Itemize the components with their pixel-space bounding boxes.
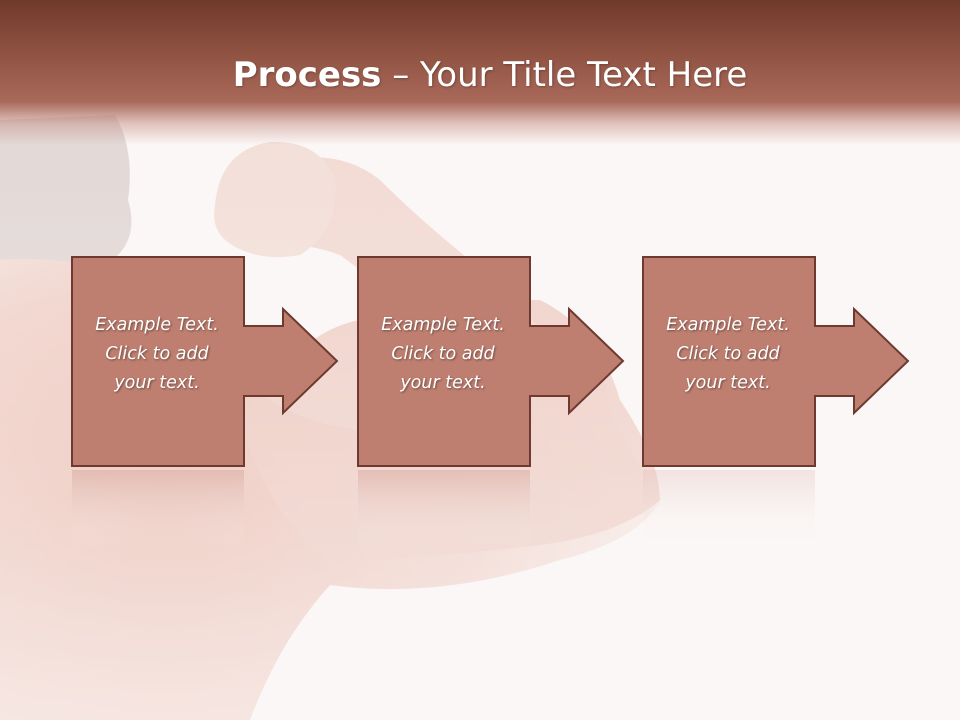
step-box-arrow-shape [357, 256, 625, 467]
process-step-2[interactable]: Example Text. Click to add your text. [357, 256, 627, 468]
process-step-3[interactable]: Example Text. Click to add your text. [642, 256, 912, 468]
step-3-reflection [643, 470, 815, 550]
step-2-text[interactable]: Example Text. Click to add your text. [381, 315, 505, 393]
title-banner [0, 0, 960, 145]
slide-title[interactable]: Process – Your Title Text Here [0, 55, 960, 95]
step-box-arrow-shape [71, 256, 339, 467]
title-bold-part: Process [232, 55, 382, 95]
step-1-text[interactable]: Example Text. Click to add your text. [95, 315, 219, 393]
step-3-text[interactable]: Example Text. Click to add your text. [666, 315, 790, 393]
step-box-arrow-shape [642, 256, 910, 467]
step-1-reflection [72, 470, 244, 550]
step-2-reflection [358, 470, 530, 550]
process-step-1[interactable]: Example Text. Click to add your text. [71, 256, 341, 468]
title-rest-part: – Your Title Text Here [381, 55, 748, 95]
